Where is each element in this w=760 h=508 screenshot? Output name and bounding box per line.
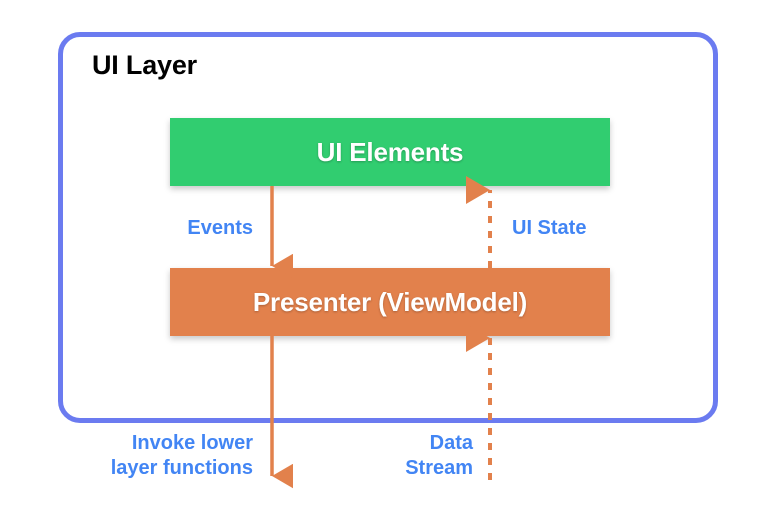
node-presenter[interactable]: Presenter (ViewModel) bbox=[170, 268, 610, 336]
edge-label-ui-state: UI State bbox=[512, 217, 587, 239]
node-presenter-label: Presenter (ViewModel) bbox=[252, 286, 528, 317]
edge-label-invoke-lower-layer: Invoke lower layer functions bbox=[110, 432, 253, 479]
node-ui-elements[interactable]: UI Elements bbox=[170, 118, 610, 186]
ui-layer-container bbox=[58, 32, 718, 423]
node-ui-elements-label: UI Elements bbox=[316, 136, 464, 167]
ui-layer-title: UI Layer bbox=[92, 50, 197, 80]
edge-label-events: Events bbox=[187, 217, 253, 239]
edge-label-data-stream: Data Stream bbox=[405, 432, 473, 479]
